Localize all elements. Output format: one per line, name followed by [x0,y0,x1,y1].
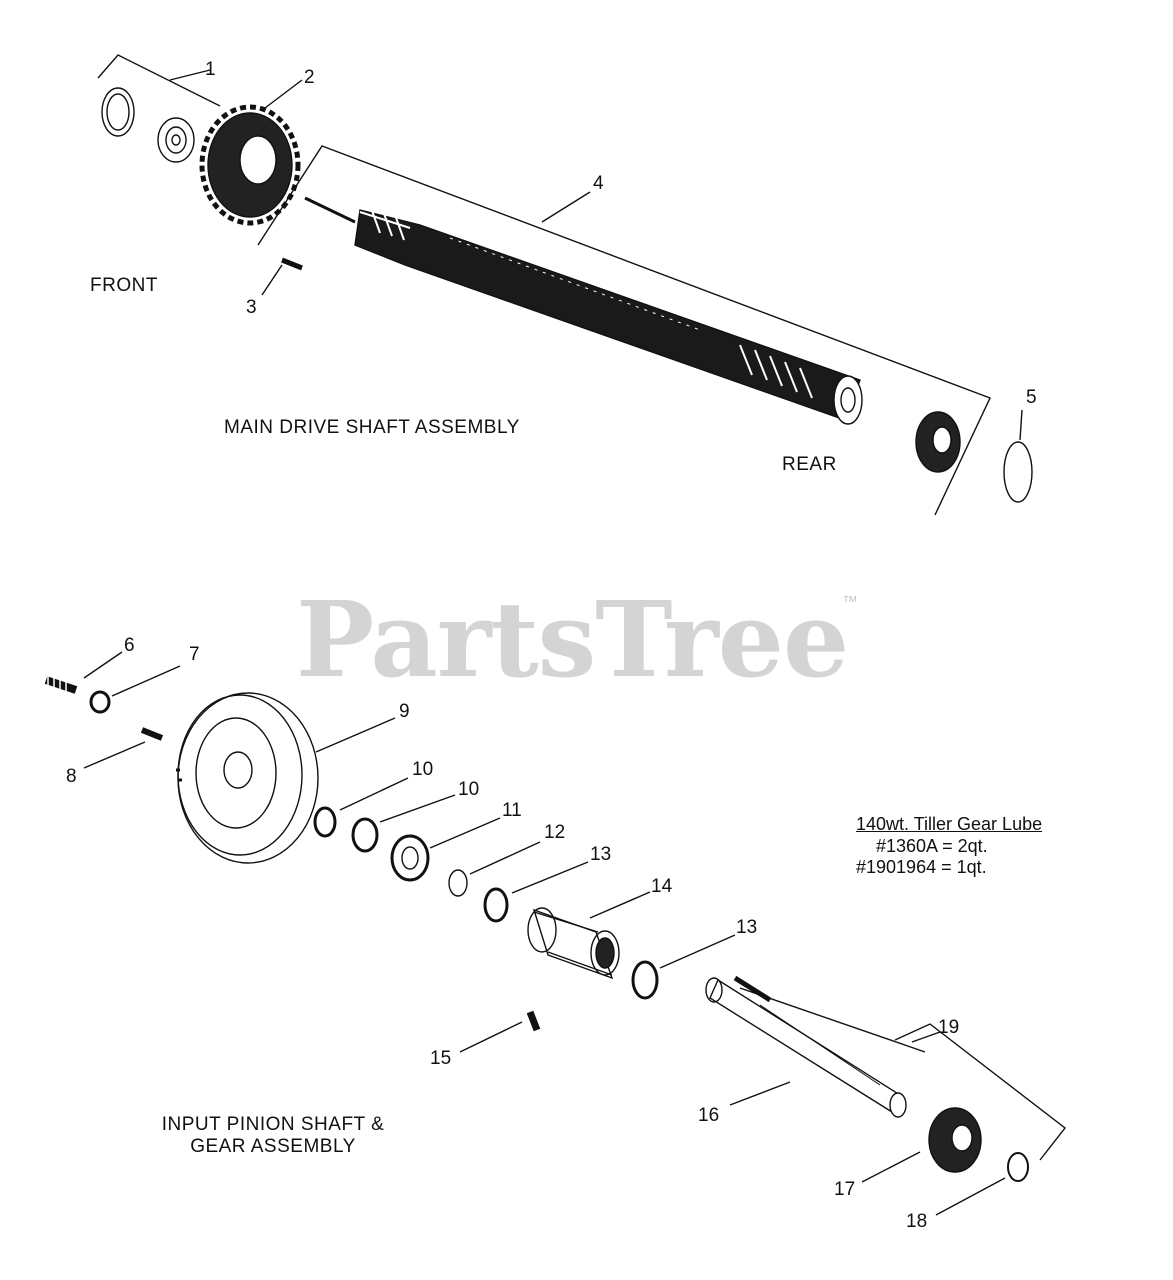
callout-13b: 13 [736,917,758,938]
front-label: FRONT [90,275,158,296]
leader-18 [935,1177,1006,1216]
rear-label: REAR [782,454,837,475]
leader-19-bracket [739,987,1066,1161]
leader-13a [511,861,589,894]
main-drive-title: MAIN DRIVE SHAFT ASSEMBLY [224,417,520,438]
callout-15: 15 [430,1048,452,1069]
part-12-ring [448,869,468,897]
leader-10b [379,794,456,823]
callout-13a: 13 [590,844,612,865]
leader-6 [83,651,123,679]
part-8-key [140,727,164,741]
leader-5 [1019,409,1023,441]
leader-17 [861,1151,921,1183]
callout-17: 17 [834,1179,856,1200]
leader-13b [659,934,736,969]
leader-9 [315,717,396,753]
input-pinion-title: INPUT PINION SHAFT & GEAR ASSEMBLY [161,1114,385,1157]
callout-19: 19 [938,1017,960,1038]
part-10-washer-b [351,817,379,853]
part-18-snap-ring [1007,1152,1029,1182]
leader-11 [429,817,501,849]
part-16-pinion-shaft [705,975,907,1118]
callout-11: 11 [502,800,522,821]
lube-line-1: #1360A = 2qt. [876,835,988,856]
part-bearing [157,117,195,163]
part-5-ring [1003,441,1033,503]
callout-18: 18 [906,1211,928,1232]
callout-12: 12 [544,822,566,843]
part-17-pinion-gear [928,1107,982,1173]
callout-4: 4 [593,173,604,194]
trademark-symbol: ™ [842,594,858,611]
part-14-spacer [527,907,620,980]
lube-line-2: #1901964 = 1qt. [856,857,987,878]
leader-8 [83,741,146,769]
leader-14 [589,891,651,919]
leader-19 [911,1031,941,1043]
leader-1 [169,69,211,81]
leader-2 [264,79,303,109]
leader-15 [459,1021,523,1053]
callout-14: 14 [651,876,673,897]
leader-7 [111,665,181,697]
callout-10a: 10 [412,759,434,780]
watermark-logo: PartsTree [296,578,849,701]
callout-7: 7 [189,644,200,665]
lube-note: 140wt. Tiller Gear Lube #1360A = 2qt. #1… [856,814,1042,879]
part-rear-gear [915,411,961,473]
part-10-washer-a [313,806,337,838]
callout-9: 9 [399,701,410,722]
part-7-washer [89,690,111,714]
leader-12 [469,841,541,875]
callout-5: 5 [1026,387,1037,408]
part-6-bolt [44,676,78,694]
callout-8: 8 [66,766,77,787]
part-4-main-shaft [304,196,863,425]
callout-10b: 10 [458,779,480,800]
callout-6: 6 [124,635,135,656]
leader-16 [729,1081,791,1106]
leader-10a [339,777,409,811]
lube-heading: 140wt. Tiller Gear Lube [856,814,1043,834]
leader-1-bracket [97,54,221,107]
callout-1: 1 [205,59,216,80]
leader-4 [541,191,591,223]
leader-4-bracket [257,145,991,516]
callout-3: 3 [246,297,257,318]
part-9-pulley [176,692,319,864]
part-1-snap-ring [101,87,135,137]
part-15-setscrew [526,1010,541,1032]
part-2-gear [199,104,301,226]
leader-3 [261,264,283,296]
part-11-bearing [390,834,430,882]
part-13-washer-b [631,960,659,1000]
callout-2: 2 [304,67,315,88]
callout-16: 16 [698,1105,720,1126]
part-3-key [281,257,303,271]
part-13-washer-a [483,887,509,923]
